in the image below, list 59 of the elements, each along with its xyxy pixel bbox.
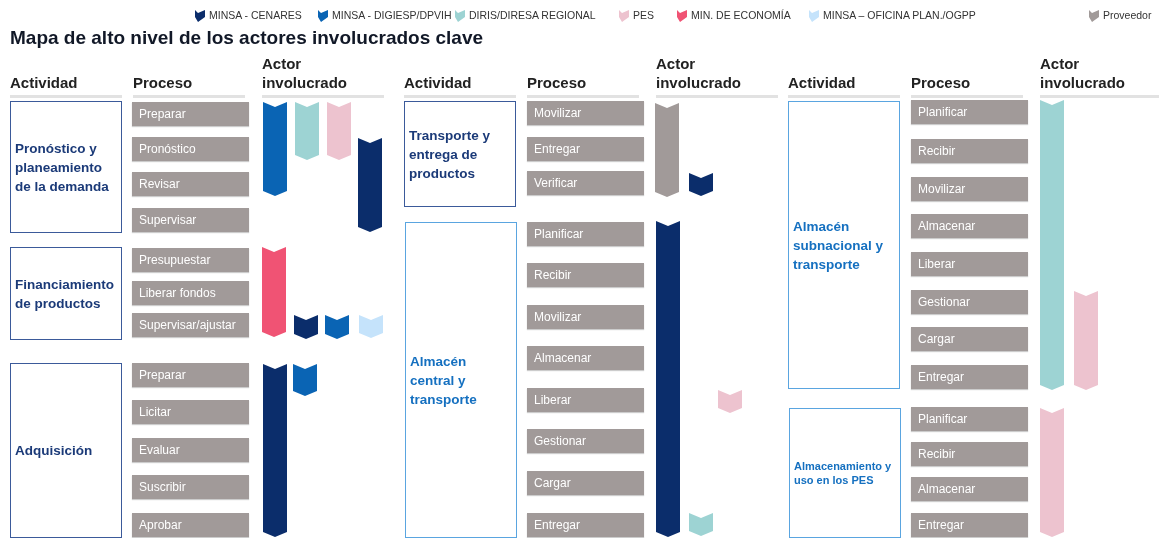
process-box: Evaluar	[132, 438, 249, 462]
column-header: Actividad	[788, 73, 856, 92]
process-box: Gestionar	[911, 290, 1028, 314]
legend-label: MINSA – OFICINA PLAN./OGPP	[823, 8, 976, 23]
activity-box: Pronóstico y planeamiento de la demanda	[10, 101, 122, 233]
process-box: Liberar fondos	[132, 281, 249, 305]
legend-label: PES	[633, 8, 654, 23]
activity-box: Transporte y entrega de productos	[404, 101, 516, 207]
process-box: Suscribir	[132, 475, 249, 499]
process-box: Planificar	[911, 100, 1028, 124]
column-header: Proceso	[527, 73, 587, 92]
process-box: Revisar	[132, 172, 249, 196]
process-box: Liberar	[911, 252, 1028, 276]
process-box: Recibir	[911, 139, 1028, 163]
process-box: Cargar	[527, 471, 644, 495]
activity-box: Almacén central y transporte	[405, 222, 517, 538]
process-box: Preparar	[132, 102, 249, 126]
process-box: Supervisar/ajustar	[132, 313, 249, 337]
column-header: Actor involucrado	[262, 54, 348, 92]
title: Mapa de alto nivel de los actores involucrados clave	[10, 26, 484, 50]
legend-label: MINSA - CENARES	[209, 8, 302, 23]
process-box: Entregar	[527, 137, 644, 161]
column-header: Proceso	[133, 73, 193, 92]
process-box: Almacenar	[911, 214, 1028, 238]
process-box: Liberar	[527, 388, 644, 412]
process-box: Verificar	[527, 171, 644, 195]
process-box: Almacenar	[911, 477, 1028, 501]
legend-label: MINSA - DIGIESP/DPVIH	[332, 8, 452, 23]
process-box: Cargar	[911, 327, 1028, 351]
process-box: Recibir	[911, 442, 1028, 466]
process-box: Gestionar	[527, 429, 644, 453]
legend-label: Proveedor	[1103, 8, 1152, 23]
legend-label: MIN. DE ECONOMÍA	[691, 8, 791, 23]
process-box: Licitar	[132, 400, 249, 424]
process-box: Movilizar	[911, 177, 1028, 201]
process-box: Supervisar	[132, 208, 249, 232]
process-box: Aprobar	[132, 513, 249, 537]
activity-box: Almacenamiento y uso en los PES	[789, 408, 901, 538]
activity-box: Almacén subnacional y transporte	[788, 101, 900, 389]
column-header: Proceso	[911, 73, 971, 92]
column-header: Actor involucrado	[1040, 54, 1126, 92]
activity-box: Adquisición	[10, 363, 122, 538]
process-box: Movilizar	[527, 101, 644, 125]
column-header: Actor involucrado	[656, 54, 742, 92]
column-header: Actividad	[10, 73, 78, 92]
process-box: Presupuestar	[132, 248, 249, 272]
activity-box: Financiamiento de productos	[10, 247, 122, 340]
process-box: Recibir	[527, 263, 644, 287]
process-box: Almacenar	[527, 346, 644, 370]
legend-label: DIRIS/DIRESA REGIONAL	[469, 8, 596, 23]
process-box: Entregar	[911, 365, 1028, 389]
process-box: Entregar	[911, 513, 1028, 537]
process-box: Movilizar	[527, 305, 644, 329]
column-header: Actividad	[404, 73, 472, 92]
process-box: Pronóstico	[132, 137, 249, 161]
process-box: Planificar	[911, 407, 1028, 431]
process-box: Entregar	[527, 513, 644, 537]
process-box: Preparar	[132, 363, 249, 387]
process-box: Planificar	[527, 222, 644, 246]
